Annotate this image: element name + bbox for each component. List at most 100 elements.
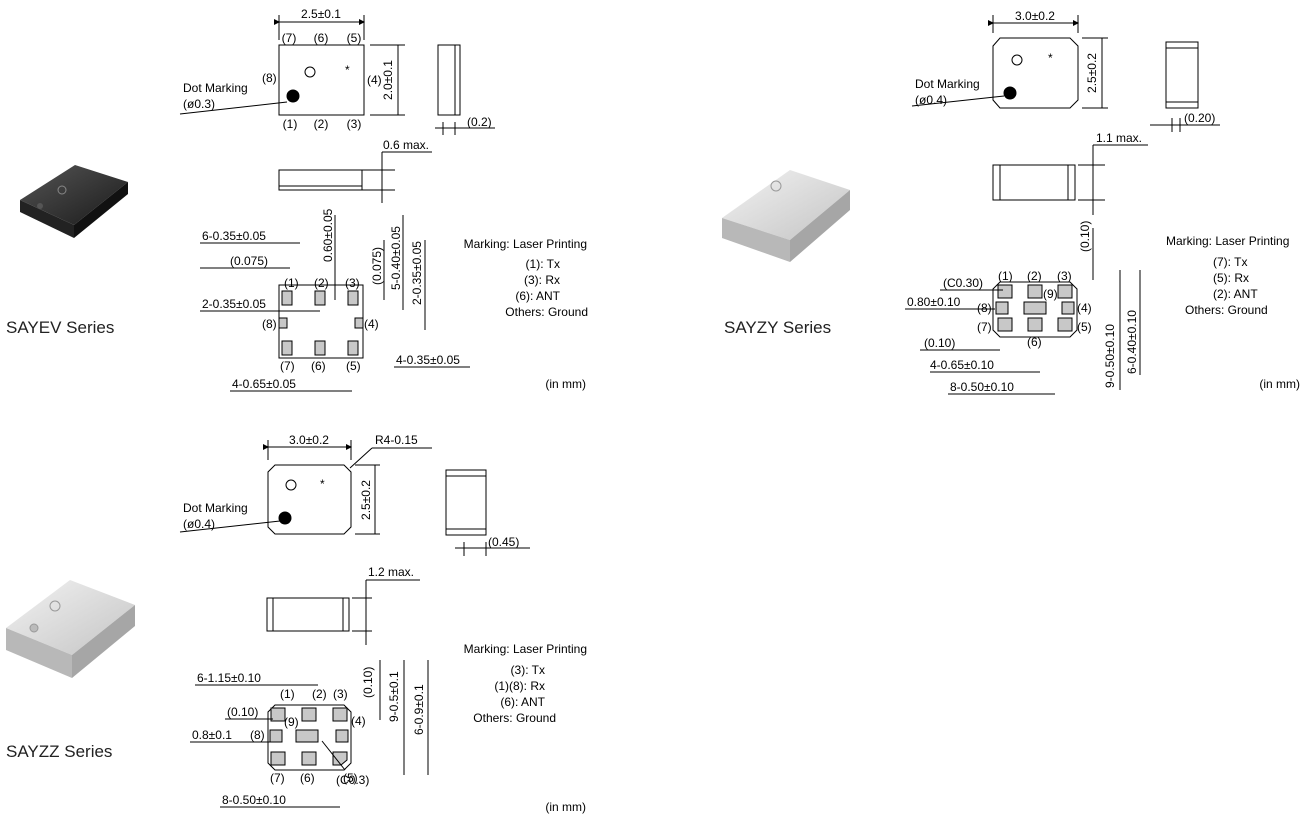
sayzz-pad-dim-8: 8-0.50±0.10 xyxy=(222,793,286,807)
sayev-dot-marking-label: Dot Marking xyxy=(183,81,248,95)
sayzz-pin-2: (2) xyxy=(312,687,327,701)
sayzy-dot-size-label: (ø0.4) xyxy=(915,93,947,107)
sayev-bottom-pin-3: (3) xyxy=(345,276,360,290)
sayzz-legend-4: Others: Ground xyxy=(473,711,556,725)
sayev-pad-dim-8: 4-0.35±0.05 xyxy=(396,353,460,367)
sayzy-logo-icon xyxy=(1011,54,1023,66)
sayzy-pad-dim-5: 4-0.65±0.10 xyxy=(930,358,994,372)
sayev-pin-2: (2) xyxy=(314,117,329,131)
sayev-pin-6: (6) xyxy=(314,31,329,45)
sayzy-height-label: 2.5±0.2 xyxy=(1085,53,1099,93)
sayzy-front-view xyxy=(992,164,1076,201)
sayzz-top-view xyxy=(267,464,352,535)
sayzy-side-view xyxy=(1165,41,1199,109)
sayzy-pad-dim-7: 9-0.50±0.10 xyxy=(1103,324,1117,388)
sayev-asterisk: * xyxy=(345,63,350,77)
sayzz-unit: (in mm) xyxy=(545,800,586,814)
sayev-legend-4: Others: Ground xyxy=(505,305,588,319)
sayzy-bottom-view xyxy=(992,281,1078,338)
sayzy-pin-8: (8) xyxy=(977,301,992,315)
sayev-logo-icon xyxy=(304,66,316,78)
sayev-bottom-pin-8: (8) xyxy=(262,317,277,331)
sayzz-pad-dim-2: (0.10) xyxy=(361,667,375,698)
sayev-bottom-pin-6: (6) xyxy=(311,359,326,373)
sayzz-side-gap-label: (0.45) xyxy=(488,535,519,549)
sayev-legend-1: (1): Tx xyxy=(526,257,560,271)
sayev-pin-4: (4) xyxy=(367,73,382,87)
sayzy-pin-3: (3) xyxy=(1057,269,1072,283)
sayzz-pin-4: (4) xyxy=(351,714,366,728)
sayev-marking-title: Marking: Laser Printing xyxy=(464,237,587,251)
sayzy-pin-6: (6) xyxy=(1027,335,1042,349)
sayev-pad-dim-4: (0.075) xyxy=(370,247,384,285)
sayzz-logo-icon xyxy=(285,479,297,491)
sayzz-asterisk: * xyxy=(320,477,325,491)
sayev-side-view xyxy=(437,44,461,116)
sayev-front-view xyxy=(278,169,363,191)
sayev-pad-dim-1: 6-0.35±0.05 xyxy=(202,229,266,243)
sayzz-photo xyxy=(6,580,135,678)
sayzy-pin-4: (4) xyxy=(1077,301,1092,315)
sayev-pad-dim-5: 5-0.40±0.05 xyxy=(389,226,403,290)
sayev-photo xyxy=(20,165,128,238)
sayzz-corner-label: R4-0.15 xyxy=(375,433,418,447)
sayzy-pad-dim-2: (C0.30) xyxy=(943,276,983,290)
sayzz-legend-3: (6): ANT xyxy=(500,695,545,709)
sayzz-width-label: 3.0±0.2 xyxy=(289,433,329,447)
sayzy-pad-dim-1: (0.10) xyxy=(1078,221,1092,252)
sayzz-series-name: SAYZZ Series xyxy=(6,742,113,761)
sayev-dot-marking xyxy=(286,89,300,103)
sayzy-legend-2: (5): Rx xyxy=(1213,271,1249,285)
sayev-pin-3: (3) xyxy=(347,117,362,131)
sayzy-asterisk: * xyxy=(1048,51,1053,65)
sayev-bottom-pin-1: (1) xyxy=(284,276,299,290)
sayzz-legend-2: (1)(8): Rx xyxy=(494,679,545,693)
sayzz-pin-3: (3) xyxy=(333,687,348,701)
sayev-width-label: 2.5±0.1 xyxy=(301,7,341,21)
sayzz-marking-title: Marking: Laser Printing xyxy=(464,642,587,656)
sayzy-pin-9: (9) xyxy=(1043,287,1058,301)
sayzy-legend-1: (7): Tx xyxy=(1213,255,1247,269)
sayev-diagram xyxy=(20,15,495,392)
sayzz-bottom-view xyxy=(267,704,352,771)
sayev-side-gap-label: (0.2) xyxy=(467,115,492,129)
sayzy-pad-dim-4: (0.10) xyxy=(924,336,955,350)
sayzy-pad-dim-3: 0.80±0.10 xyxy=(907,295,961,309)
sayzy-top-view xyxy=(992,37,1079,109)
sayzz-pin-7: (7) xyxy=(270,771,285,785)
sayzy-pin-7: (7) xyxy=(977,320,992,334)
sayzz-pad-dim-1: 6-1.15±0.10 xyxy=(197,671,261,685)
sayzz-pin-1: (1) xyxy=(280,687,295,701)
sayev-pin-8: (8) xyxy=(262,71,277,85)
sayzz-height-label: 2.5±0.2 xyxy=(359,480,373,520)
sayev-pad-dim-2: (0.075) xyxy=(230,254,268,268)
sayzz-pad-dim-3: 9-0.5±0.1 xyxy=(387,671,401,722)
sayev-pad-dim-6: 2-0.35±0.05 xyxy=(410,241,424,305)
sayzy-side-gap-label: (0.20) xyxy=(1184,111,1215,125)
sayzy-width-label: 3.0±0.2 xyxy=(1015,9,1055,23)
sayzz-pad-dim-4: 6-0.9±0.1 xyxy=(412,684,426,735)
sayzy-pad-dim-6: 8-0.50±0.10 xyxy=(950,380,1014,394)
sayzy-legend-4: Others: Ground xyxy=(1185,303,1268,317)
sayzz-max-height-label: 1.2 max. xyxy=(368,565,414,579)
sayzy-dot-marking xyxy=(1003,86,1017,100)
sayzz-front-view xyxy=(266,597,350,632)
sayev-dot-size-label: (ø0.3) xyxy=(183,97,215,111)
sayev-pin-1: (1) xyxy=(283,117,298,131)
sayev-pad-dim-3: 0.60±0.05 xyxy=(321,208,335,262)
sayzz-diagram xyxy=(6,440,530,808)
sayev-pin-7: (7) xyxy=(282,31,297,45)
sayev-pad-dim-7: 2-0.35±0.05 xyxy=(202,297,266,311)
sayzz-legend-1: (3): Tx xyxy=(511,663,545,677)
sayzz-pin-8: (8) xyxy=(250,728,265,742)
sayzz-dot-size-label: (ø0.4) xyxy=(183,517,215,531)
sayev-pin-5: (5) xyxy=(347,31,362,45)
sayzy-pin-1: (1) xyxy=(998,269,1013,283)
sayev-max-height-label: 0.6 max. xyxy=(383,138,429,152)
sayzy-dot-marking-label: Dot Marking xyxy=(915,77,980,91)
sayzz-pin-6: (6) xyxy=(300,771,315,785)
sayzz-dot-marking xyxy=(278,511,292,525)
sayzz-pin-9: (9) xyxy=(284,715,299,729)
sayzy-photo xyxy=(722,170,850,262)
